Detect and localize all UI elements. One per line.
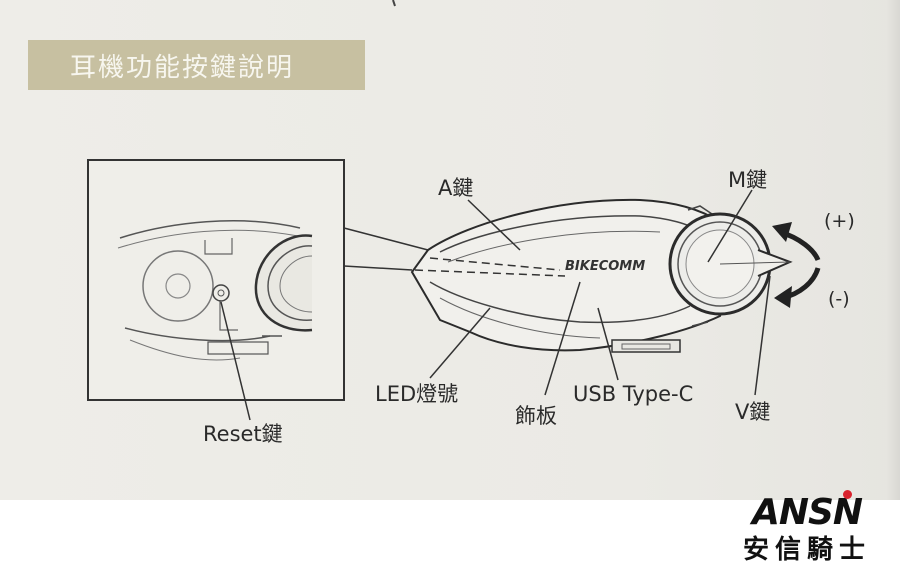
m-key-label: M鍵 — [728, 168, 768, 192]
brand-dot — [843, 490, 852, 499]
brand-subtitle: 安信騎士 — [742, 535, 871, 565]
rotation-arrows — [772, 222, 821, 308]
section-header: 耳機功能按鍵說明 — [28, 40, 365, 90]
headset-unit: BIKECOMM — [410, 198, 793, 353]
reset-inset — [87, 159, 345, 421]
brand-mark-text: ANSN — [751, 492, 863, 533]
minus-label: (-) — [828, 288, 850, 310]
trim-label: 飾板 — [515, 404, 557, 428]
usb-label: USB Type-C — [573, 382, 694, 406]
reset-key-label: Reset鍵 — [203, 422, 283, 446]
plus-label: (+) — [824, 210, 855, 232]
bottom-margin — [0, 500, 900, 580]
section-title: 耳機功能按鍵說明 — [70, 52, 295, 83]
bikecomm-logo: BIKECOMM — [565, 259, 645, 274]
page-edge — [886, 0, 900, 500]
v-key-label: V鍵 — [735, 400, 771, 424]
ansn-logo: ANSN 安信騎士 — [732, 490, 882, 566]
a-key-label: A鍵 — [438, 176, 474, 200]
led-label: LED燈號 — [375, 382, 459, 406]
